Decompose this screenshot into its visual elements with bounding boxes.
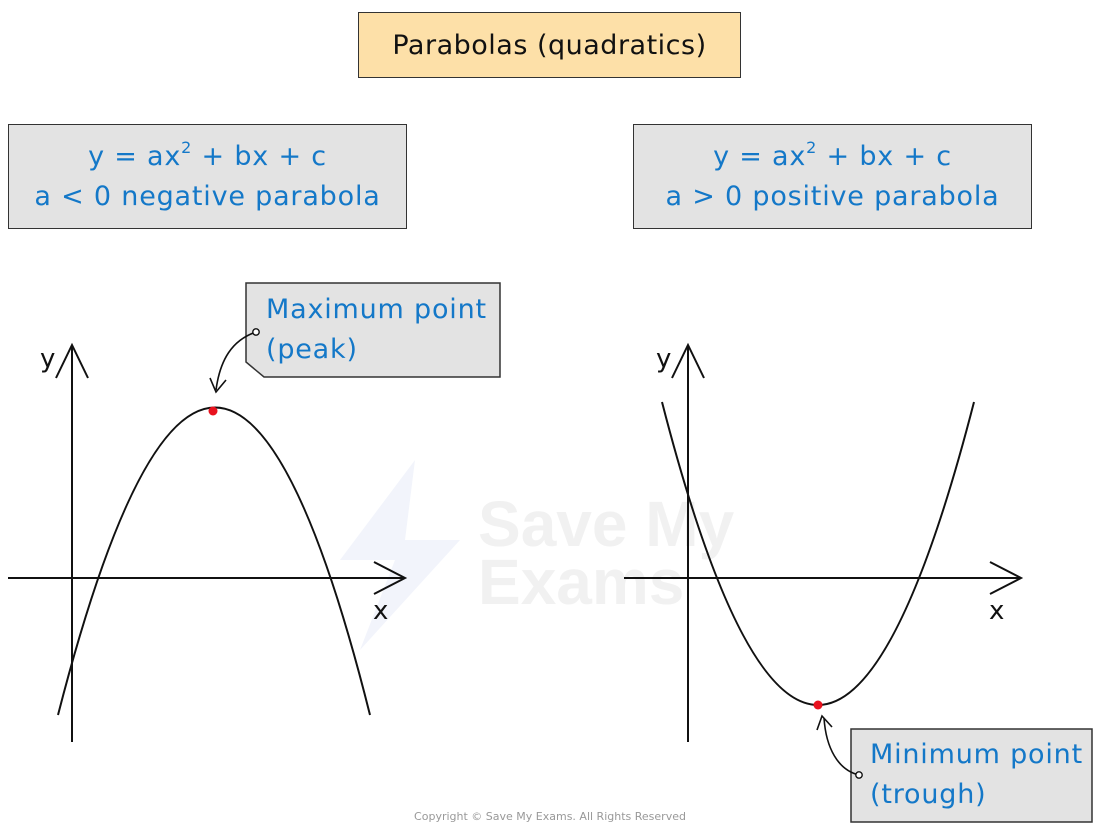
right-equation-box: y = ax2 + bx + c a > 0 positive parabola <box>633 124 1032 229</box>
watermark-logo <box>340 460 460 650</box>
right-parabola <box>661 401 975 706</box>
left-condition: a < 0 negative parabola <box>34 181 381 212</box>
left-x-axis-arrow <box>373 561 408 595</box>
left-y-axis-arrow <box>55 342 89 379</box>
diagram-title: Parabolas (quadratics) <box>358 12 741 78</box>
left-callout-box <box>245 282 501 378</box>
left-callout-pointer <box>215 331 257 391</box>
left-callout-text: Maximum point (peak) <box>266 294 487 365</box>
maximum-point <box>208 406 218 416</box>
watermark: Save My Exams <box>478 488 735 618</box>
right-x-label: x <box>989 596 1005 626</box>
right-equation: y = ax2 + bx + c <box>713 138 952 173</box>
left-equation: y = ax2 + bx + c <box>88 138 327 173</box>
right-callout-text: Minimum point (trough) <box>870 739 1083 810</box>
right-y-label: y <box>656 344 672 374</box>
right-x-axis-arrow <box>989 561 1024 595</box>
left-x-label: x <box>373 596 389 626</box>
right-condition: a > 0 positive parabola <box>665 181 1000 212</box>
left-equation-box: y = ax2 + bx + c a < 0 negative parabola <box>8 124 407 229</box>
left-y-label: y <box>40 344 56 374</box>
copyright-text: Copyright © Save My Exams. All Rights Re… <box>414 810 686 823</box>
minimum-point <box>813 700 823 710</box>
right-callout-pointer <box>823 717 860 776</box>
right-callout-box <box>850 728 1093 823</box>
left-parabola <box>57 406 371 716</box>
right-y-axis-arrow <box>671 342 705 379</box>
